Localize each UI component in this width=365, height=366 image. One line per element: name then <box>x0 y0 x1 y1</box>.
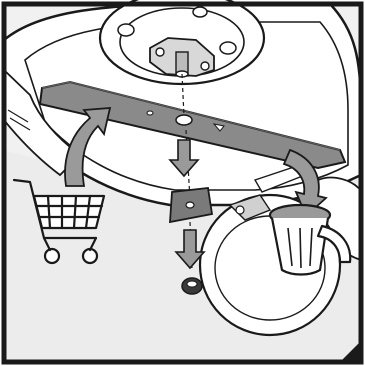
nut <box>182 278 202 294</box>
